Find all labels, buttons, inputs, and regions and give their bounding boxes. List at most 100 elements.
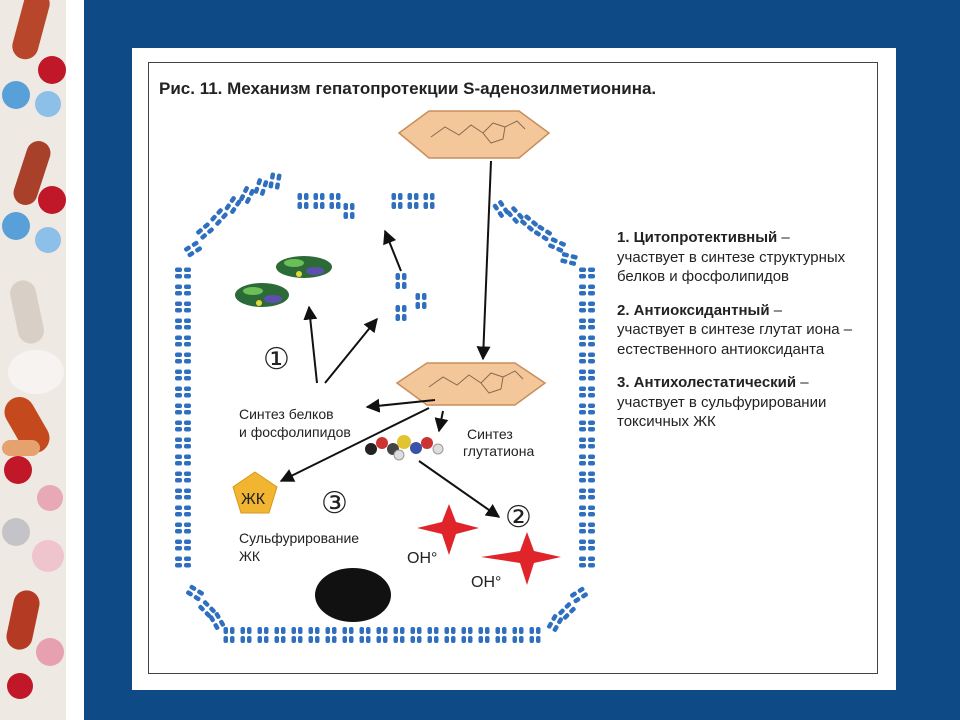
- lipid-unit: [359, 627, 371, 643]
- lipid-unit: [579, 369, 595, 381]
- lipid-unit: [579, 505, 595, 517]
- lipid-unit: [175, 267, 191, 279]
- lipid-unit: [478, 627, 490, 643]
- lipid-unit: [308, 627, 320, 643]
- lipid-unit: [175, 335, 191, 347]
- phospholipid-molecule: [395, 273, 407, 289]
- lipid-unit: [343, 203, 355, 219]
- lipid-unit: [376, 627, 388, 643]
- lipid-unit: [492, 200, 510, 218]
- lipid-unit: [175, 505, 191, 517]
- figure: Рис. 11. Механизм гепатопротекции S-аден…: [148, 62, 878, 674]
- bile-acid-pentagon: [232, 471, 278, 514]
- pills-photo-strip: [0, 0, 84, 720]
- phospholipid-molecules: [395, 273, 427, 321]
- lipid-unit: [427, 627, 439, 643]
- lipid-unit: [410, 627, 422, 643]
- lipid-unit: [175, 301, 191, 313]
- lipid-unit: [208, 612, 226, 630]
- lipid-unit: [184, 240, 202, 258]
- lipid-unit: [224, 196, 242, 214]
- sam-molecule-outside: [397, 110, 551, 159]
- strip-separator: [66, 0, 84, 720]
- free-radical-1: [417, 504, 479, 555]
- lipid-unit: [407, 193, 419, 209]
- arrow-to-membrane: [383, 229, 402, 272]
- lipid-unit: [534, 224, 552, 242]
- legend-heading: 2. Антиоксидантный: [617, 301, 770, 319]
- bile-acid-label: ЖК: [241, 491, 266, 508]
- lipid-unit: [297, 193, 309, 209]
- lipid-unit: [506, 206, 524, 224]
- lipid-unit: [175, 386, 191, 398]
- figure-title: Рис. 11. Механизм гепатопротекции S-аден…: [159, 79, 657, 98]
- lipid-unit: [253, 178, 269, 196]
- lipid-unit: [558, 602, 576, 620]
- arrow-uptake: [476, 160, 492, 361]
- nucleus: [315, 568, 391, 622]
- lipid-unit: [546, 614, 564, 632]
- lipid-unit: [579, 284, 595, 296]
- marker-1: ①: [263, 343, 290, 376]
- lipid-unit: [329, 193, 341, 209]
- lipid-unit: [570, 586, 588, 604]
- lipid-unit: [548, 237, 566, 253]
- glutathione-label-2: глутатиона: [463, 443, 534, 459]
- glutathione-label-1: Синтез: [467, 426, 513, 442]
- lipid-unit: [268, 172, 282, 190]
- marker-2: ②: [505, 501, 532, 534]
- lipid-unit: [186, 584, 204, 602]
- lipid-unit: [391, 193, 403, 209]
- lipid-unit: [579, 403, 595, 415]
- protein-synthesis-label-2: и фосфолипидов: [239, 424, 351, 440]
- arrow-to-radicals: [418, 460, 501, 518]
- lipid-unit: [291, 627, 303, 643]
- lipid-unit: [175, 522, 191, 534]
- lipid-unit: [579, 471, 595, 483]
- sulfuration-label-1: Сульфурирование: [239, 530, 359, 546]
- lipid-unit: [579, 318, 595, 330]
- legend-item-antioxidant: 2. Антиоксидантный – участвует в синтезе…: [617, 301, 853, 358]
- lipid-unit: [423, 193, 435, 209]
- slide-panel: Рис. 11. Механизм гепатопротекции S-аден…: [132, 48, 896, 690]
- legend-item-cytoprotective: 1. Цитопротективный – участвует в синтез…: [617, 229, 846, 285]
- lipid-unit: [175, 369, 191, 381]
- lipid-unit: [175, 556, 191, 568]
- lipid-unit: [223, 627, 235, 643]
- lipid-unit: [175, 471, 191, 483]
- marker-3: ③: [321, 487, 348, 520]
- free-radical-2: [481, 532, 561, 585]
- lipid-unit: [210, 208, 228, 226]
- lipid-unit: [175, 420, 191, 432]
- lipid-unit: [175, 488, 191, 500]
- lipid-unit: [444, 627, 456, 643]
- arrow-to-glutathione: [434, 410, 449, 433]
- sam-structure-outside: [430, 120, 526, 144]
- lipid-unit: [579, 454, 595, 466]
- lipid-unit: [325, 627, 337, 643]
- lipid-unit: [560, 252, 578, 266]
- protein-molecule-1: [276, 256, 332, 278]
- sam-molecule-inside: [395, 362, 547, 406]
- arrow-to-protein-synthesis: [365, 398, 436, 413]
- lipid-unit: [579, 267, 595, 279]
- lipid-unit: [579, 488, 595, 500]
- legend-description: участвует в синтезе глутат иона – естест…: [617, 321, 853, 358]
- sulfuration-label-2: ЖК: [239, 548, 261, 564]
- lipid-unit: [342, 627, 354, 643]
- lipid-unit: [529, 627, 541, 643]
- sam-structure-inside: [428, 370, 524, 394]
- lipid-unit: [196, 222, 214, 240]
- lipid-unit: [175, 539, 191, 551]
- lipid-unit: [175, 318, 191, 330]
- lipid-unit: [495, 627, 507, 643]
- lipid-unit: [175, 403, 191, 415]
- legend-item-anticholestatic: 3. Антихолестатический – участвует в сул…: [617, 374, 827, 430]
- lipid-unit: [579, 539, 595, 551]
- lipid-unit: [175, 352, 191, 364]
- protein-synthesis-label-1: Синтез белков: [239, 406, 334, 422]
- lipid-unit: [313, 193, 325, 209]
- lipid-unit: [579, 420, 595, 432]
- glutathione-molecule: [365, 435, 444, 461]
- arrow-to-phospholipids: [324, 317, 378, 384]
